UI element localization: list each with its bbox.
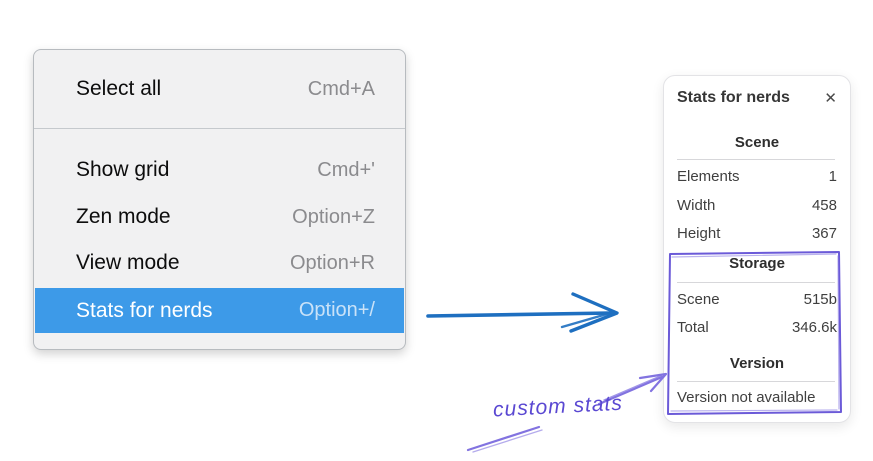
stat-row-width: Width 458 [677, 196, 837, 216]
section-divider [677, 282, 835, 283]
menu-item-label: Show grid [76, 158, 170, 181]
section-heading-storage: Storage [729, 255, 785, 272]
menu-item-view-mode[interactable]: View mode Option+R [35, 242, 404, 284]
menu-item-shortcut: Option+R [289, 251, 375, 274]
stat-label: Width [677, 197, 716, 214]
menu-item-select-all[interactable]: Select all Cmd+A [35, 68, 404, 110]
menu-item-label: Select all [76, 77, 162, 100]
stat-value: 1 [828, 168, 837, 185]
stat-row-height: Height 367 [677, 224, 837, 244]
close-icon[interactable]: ✕ [824, 89, 837, 107]
stat-value: 515b [803, 291, 837, 308]
menu-item-label: View mode [76, 251, 180, 274]
section-heading-version: Version [729, 355, 785, 372]
stat-value: 346.6k [791, 319, 837, 336]
menu-item-shortcut: Cmd+A [307, 77, 375, 100]
menu-item-shortcut: Option+/ [298, 299, 375, 321]
menu-item-stats-for-nerds[interactable]: Stats for nerds Option+/ [35, 288, 404, 333]
stat-label: Height [677, 225, 721, 242]
version-note: Version not available [677, 389, 816, 406]
stat-value: 458 [811, 197, 837, 214]
stats-panel-title: Stats for nerds [677, 89, 790, 106]
section-divider [677, 159, 835, 160]
stats-panel-header: Stats for nerds ✕ [677, 87, 837, 109]
menu-item-label: Zen mode [76, 205, 171, 228]
menu-item-label: Stats for nerds [76, 298, 213, 322]
stats-panel: Stats for nerds ✕ Scene Elements 1 Width… [663, 75, 851, 423]
stat-label: Total [677, 319, 709, 336]
section-divider [677, 381, 835, 382]
stat-row-elements: Elements 1 [677, 167, 837, 187]
menu-item-shortcut: Cmd+' [317, 158, 375, 181]
annotation-line [466, 425, 543, 453]
context-menu: Select all Cmd+A Show grid Cmd+' Zen mod… [33, 49, 406, 350]
stat-value: 367 [811, 225, 837, 242]
menu-item-shortcut: Option+Z [292, 205, 375, 228]
stat-row-scene-storage: Scene 515b [677, 290, 837, 310]
stat-label: Scene [677, 291, 720, 308]
stat-row-total-storage: Total 346.6k [677, 318, 837, 338]
menu-item-show-grid[interactable]: Show grid Cmd+' [35, 149, 404, 191]
blue-arrow [426, 292, 619, 333]
annotation-label: custom stats [492, 391, 624, 422]
stat-label: Elements [677, 168, 740, 185]
menu-divider [34, 128, 405, 129]
section-heading-scene: Scene [734, 134, 780, 151]
menu-item-zen-mode[interactable]: Zen mode Option+Z [35, 196, 404, 238]
